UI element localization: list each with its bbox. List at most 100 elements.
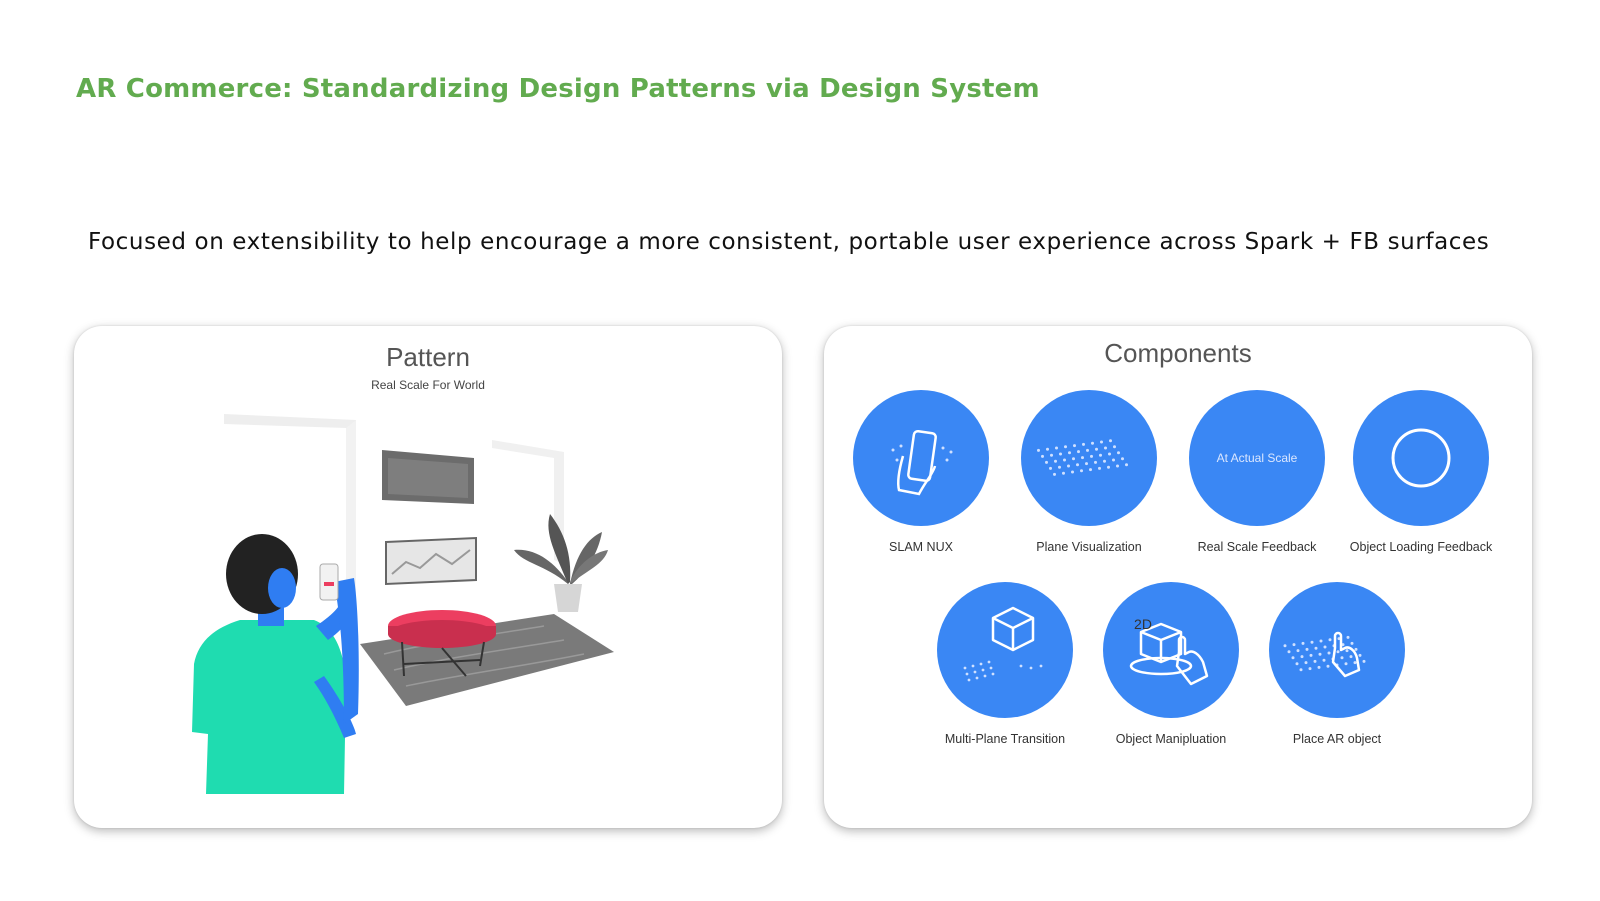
circle-bg bbox=[1269, 582, 1405, 718]
component-label: Place AR object bbox=[1292, 732, 1382, 746]
picture-frame-icon bbox=[385, 536, 477, 586]
plane-dot bbox=[1094, 460, 1097, 464]
component-real-scale-feedback[interactable]: At Actual Scale Real Scale Feedback bbox=[1172, 390, 1342, 555]
component-label: Object Loading Feedback bbox=[1349, 540, 1493, 554]
plane-dot bbox=[1313, 659, 1317, 663]
plane-dot bbox=[1100, 440, 1103, 444]
plane-dot bbox=[1310, 640, 1314, 644]
phone-hand-icon bbox=[853, 390, 989, 526]
component-object-loading-feedback[interactable]: Object Loading Feedback bbox=[1336, 390, 1506, 555]
plane-dot bbox=[1109, 439, 1112, 443]
slide-title: AR Commerce: Standardizing Design Patter… bbox=[76, 74, 1040, 104]
ar-room-illustration bbox=[192, 414, 614, 794]
place-ar-object-circle bbox=[1269, 582, 1405, 718]
plane-dot bbox=[1054, 459, 1057, 463]
plane-dot bbox=[1301, 641, 1305, 645]
plane-dot bbox=[1125, 463, 1128, 467]
plane-dot bbox=[1362, 659, 1366, 663]
plane-dot bbox=[1121, 457, 1124, 461]
plane-dot bbox=[1055, 446, 1058, 450]
plane-dot bbox=[1350, 641, 1354, 645]
plane-dot bbox=[1117, 451, 1120, 455]
pattern-card: Pattern Real Scale For World bbox=[74, 326, 782, 828]
plane-dot bbox=[1095, 447, 1098, 451]
coffee-table-icon bbox=[388, 610, 496, 677]
real-scale-circle: At Actual Scale bbox=[1189, 390, 1325, 526]
plane-dot bbox=[1086, 448, 1089, 452]
plane-dot bbox=[1346, 635, 1350, 639]
circle-bg bbox=[1189, 390, 1325, 526]
plane-dot bbox=[1300, 655, 1304, 659]
plane-dot bbox=[1318, 652, 1322, 656]
plane-dot bbox=[1336, 650, 1340, 654]
plane-dot bbox=[1344, 662, 1348, 666]
plane-dot bbox=[1076, 463, 1079, 467]
plane-dot bbox=[1317, 665, 1321, 669]
component-label: Object Manipluation bbox=[1115, 732, 1227, 746]
component-multi-plane-transition[interactable]: Multi-Plane Transition bbox=[920, 582, 1090, 747]
plane-dot bbox=[1309, 653, 1313, 657]
component-slam-nux[interactable]: SLAM NUX bbox=[836, 390, 1006, 555]
pattern-subheading: Real Scale For World bbox=[371, 378, 485, 392]
plane-dot bbox=[1292, 643, 1296, 647]
plane-dot bbox=[1314, 646, 1318, 650]
plane-dot bbox=[1283, 644, 1287, 648]
plane-dot bbox=[1046, 447, 1049, 451]
slam-nux-circle bbox=[853, 390, 989, 526]
component-label: Multi-Plane Transition bbox=[944, 732, 1066, 746]
plane-dot bbox=[1107, 465, 1110, 469]
plant-icon bbox=[514, 514, 608, 612]
plane-dot bbox=[1050, 453, 1053, 457]
tap-plane-icon bbox=[1269, 582, 1405, 718]
plane-dot bbox=[1081, 456, 1084, 460]
plane-dot bbox=[1041, 454, 1044, 458]
plane-visualization-circle bbox=[1021, 390, 1157, 526]
dot-grid-2 bbox=[1283, 635, 1366, 672]
plane-dot bbox=[1053, 472, 1056, 476]
loading-ring-icon bbox=[1353, 390, 1489, 526]
component-label: SLAM NUX bbox=[889, 540, 953, 554]
plane-dot bbox=[1077, 450, 1080, 454]
components-card: Components SLAM NUX Plane Visualization bbox=[824, 326, 1532, 828]
plane-dot bbox=[1353, 661, 1357, 665]
plane-dot bbox=[1327, 651, 1331, 655]
component-plane-visualization[interactable]: Plane Visualization bbox=[1004, 390, 1174, 555]
plane-dot bbox=[1059, 452, 1062, 456]
plane-dot bbox=[1295, 662, 1299, 666]
cube-plane-icon bbox=[937, 582, 1073, 718]
plane-dot bbox=[1037, 448, 1040, 452]
plane-dot bbox=[1113, 445, 1116, 449]
multi-plane-circle bbox=[937, 582, 1073, 718]
cube-2d-label: 2D bbox=[1134, 616, 1152, 632]
plane-dot bbox=[1116, 464, 1119, 468]
actual-scale-badge: At Actual Scale bbox=[1216, 451, 1298, 465]
plane-dot bbox=[1323, 645, 1327, 649]
plane-dot bbox=[1358, 653, 1362, 657]
cube-hand-icon bbox=[1103, 582, 1239, 718]
slide-subtitle: Focused on extensibility to help encoura… bbox=[88, 229, 1490, 255]
plane-dot bbox=[1067, 464, 1070, 468]
plane-dot bbox=[1080, 469, 1083, 473]
circle-bg bbox=[1353, 390, 1489, 526]
plane-dot bbox=[1071, 470, 1074, 474]
plane-dot bbox=[1104, 446, 1107, 450]
plane-dot bbox=[1099, 453, 1102, 457]
component-place-ar-object[interactable]: Place AR object bbox=[1252, 582, 1422, 747]
plane-dot bbox=[1326, 664, 1330, 668]
plane-dot bbox=[1108, 452, 1111, 456]
plane-dot bbox=[1062, 471, 1065, 475]
plane-dot bbox=[1064, 445, 1067, 449]
plane-dot bbox=[1299, 668, 1303, 672]
plane-dot bbox=[1068, 451, 1071, 455]
plane-dot bbox=[1085, 462, 1088, 466]
circle-bg bbox=[1021, 390, 1157, 526]
plane-dot bbox=[1308, 667, 1312, 671]
plane-dot bbox=[1112, 458, 1115, 462]
components-heading: Components bbox=[1104, 338, 1252, 368]
plane-dot bbox=[1098, 466, 1101, 470]
circle-bg bbox=[853, 390, 989, 526]
plane-dot bbox=[1296, 649, 1300, 653]
plane-dot bbox=[1049, 466, 1052, 470]
component-object-manipulation[interactable]: 2D Object Manipluation bbox=[1086, 582, 1256, 747]
circle-bg-icon bbox=[1189, 390, 1325, 526]
